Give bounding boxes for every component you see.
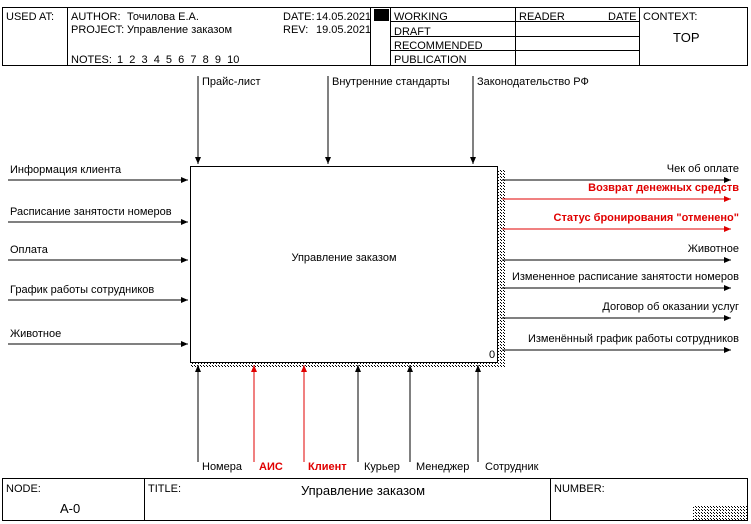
author-label: AUTHOR:: [71, 11, 121, 23]
project-label: PROJECT:: [71, 24, 124, 36]
used-at-label: USED AT:: [6, 11, 54, 23]
footer-number-cell-shade: [693, 505, 747, 520]
notes-label: NOTES:: [71, 54, 112, 66]
header-frame: [2, 7, 748, 66]
reader-label: READER: [519, 11, 565, 23]
control-label: Прайс-лист: [202, 76, 261, 88]
input-label: Животное: [10, 328, 61, 340]
date-label: DATE:: [283, 11, 315, 23]
control-label: Внутренние стандарты: [332, 76, 450, 88]
output-label: Чек об оплате: [667, 163, 739, 175]
number-label: NUMBER:: [554, 483, 605, 495]
node-value: A-0: [60, 501, 80, 516]
mechanism-arrows: Номера АИС Клиент Курьер Менеджер Сотрудник: [195, 365, 539, 473]
activity-number: 0: [489, 349, 495, 361]
working-status-marker: [374, 9, 389, 21]
author-value: Точилова Е.А.: [127, 11, 199, 23]
rev-value: 19.05.2021: [316, 24, 371, 36]
output-label: Статус бронирования "отменено": [554, 212, 739, 224]
project-value: Управление заказом: [127, 24, 232, 36]
rev-label: REV:: [283, 24, 308, 36]
mechanism-label: Клиент: [308, 461, 347, 473]
mechanism-label: Курьер: [364, 461, 400, 473]
output-label: Животное: [688, 243, 739, 255]
mechanism-label: Менеджер: [416, 461, 469, 473]
reader-date-label: DATE: [608, 11, 637, 23]
node-label: NODE:: [6, 483, 41, 495]
status-publication: PUBLICATION: [394, 54, 467, 66]
input-label: Информация клиента: [10, 164, 122, 176]
status-working: WORKING: [394, 11, 448, 23]
input-label: Расписание занятости номеров: [10, 206, 172, 218]
control-label: Законодательство РФ: [477, 76, 589, 88]
date-value: 14.05.2021: [316, 11, 371, 23]
notes-value: 1 2 3 4 5 6 7 8 9 10: [117, 54, 239, 66]
context-label: CONTEXT:: [643, 11, 697, 23]
title-label: TITLE:: [148, 483, 181, 495]
control-arrows: Прайс-лист Внутренние стандарты Законодате…: [195, 76, 589, 164]
mechanism-label: АИС: [259, 461, 283, 473]
footer-frame: [2, 478, 748, 521]
activity-box[interactable]: [190, 166, 498, 363]
context-value: TOP: [673, 30, 700, 45]
output-label: Измененное расписание занятости номеров: [512, 271, 739, 283]
input-label: График работы сотрудников: [10, 284, 154, 296]
output-label: Договор об оказании услуг: [602, 301, 739, 313]
input-label: Оплата: [10, 244, 49, 256]
status-draft: DRAFT: [394, 26, 431, 38]
status-recommended: RECOMMENDED: [394, 40, 483, 52]
output-label: Возврат денежных средств: [588, 182, 739, 194]
activity-box-shadow-bottom: [191, 362, 505, 368]
title-value: Управление заказом: [301, 483, 425, 498]
mechanism-label: Сотрудник: [485, 461, 539, 473]
mechanism-label: Номера: [202, 461, 243, 473]
activity-box-shadow-right: [498, 170, 505, 368]
activity-name: Управление заказом: [291, 252, 396, 264]
output-label: Изменённый график работы сотрудников: [528, 333, 739, 345]
